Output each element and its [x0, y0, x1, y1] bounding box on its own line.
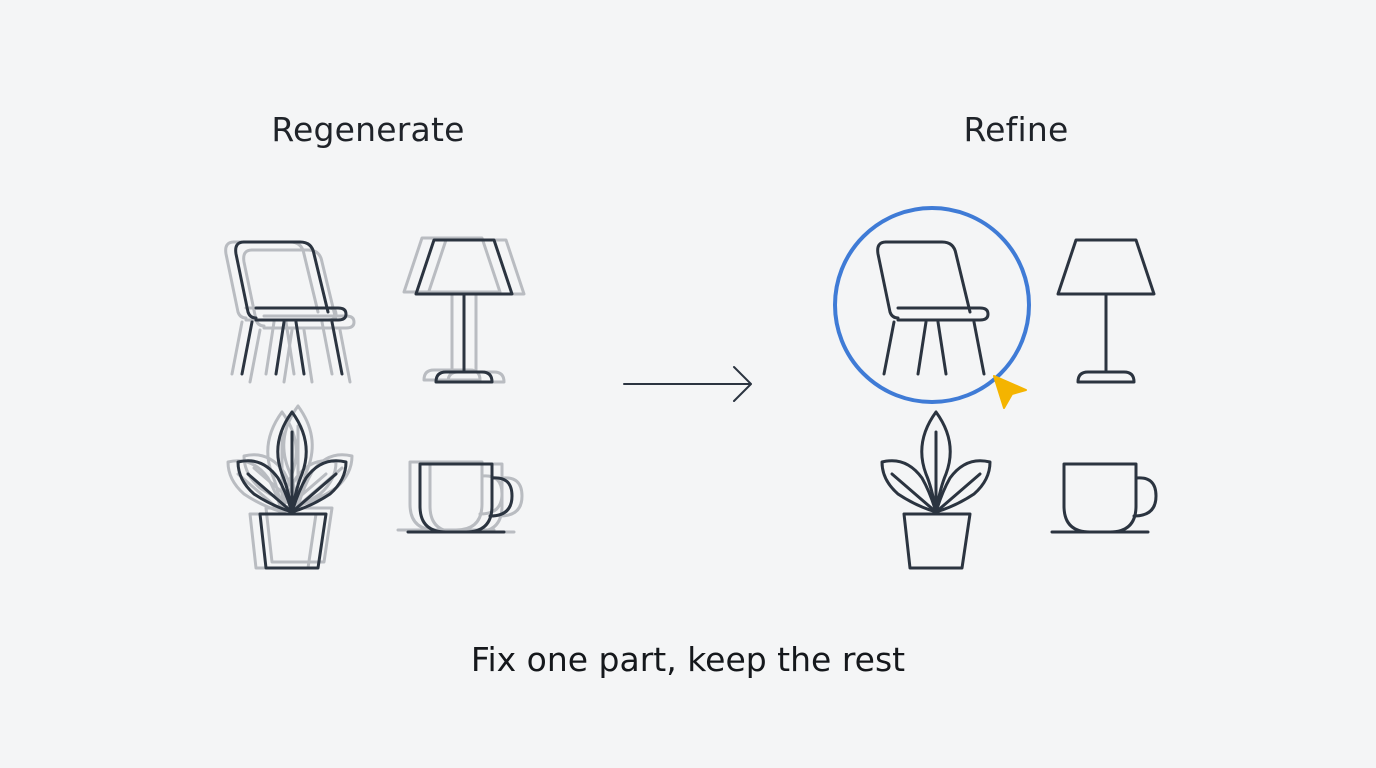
- regenerate-lamp-icon: [402, 236, 526, 384]
- refine-lamp-icon: [1056, 238, 1156, 384]
- regenerate-plant-icon: [226, 404, 354, 570]
- regenerate-cup-icon: [396, 460, 524, 534]
- selection-ring: [833, 206, 1031, 404]
- regenerate-chair-icon: [224, 240, 356, 384]
- cursor-icon: [993, 375, 1027, 409]
- refine-title: Refine: [963, 110, 1069, 149]
- caption: Fix one part, keep the rest: [470, 640, 906, 679]
- refine-cup-icon: [1050, 462, 1158, 534]
- regenerate-title: Regenerate: [271, 110, 465, 149]
- refine-plant-icon: [880, 410, 992, 570]
- arrow-right-icon: [623, 366, 752, 402]
- refine-chair-icon: [876, 240, 990, 376]
